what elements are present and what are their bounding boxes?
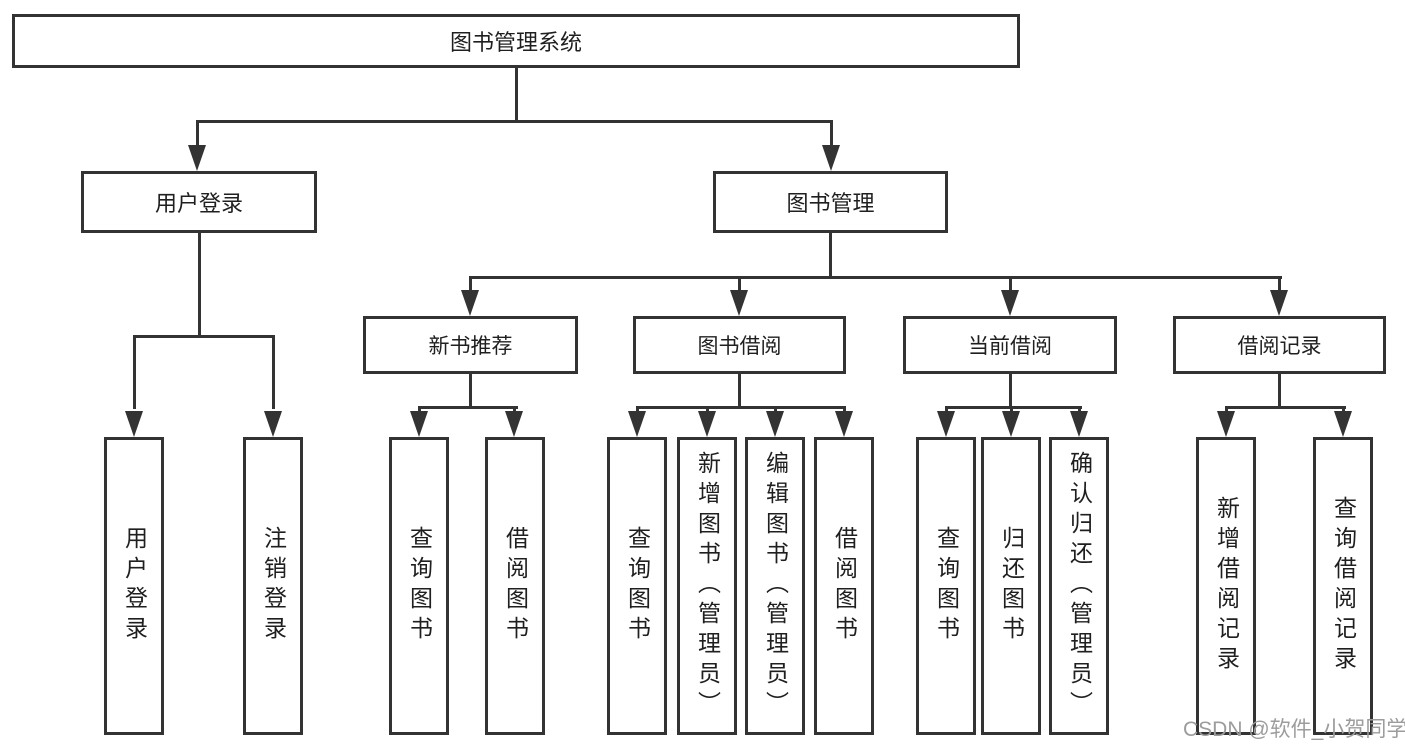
node-label: 注销登录 bbox=[260, 526, 287, 646]
leaf-borrow-books-borrowing: 借阅图书 bbox=[814, 437, 874, 735]
node-new-book-recommend: 新书推荐 bbox=[363, 316, 578, 374]
connector-line bbox=[418, 406, 421, 413]
connector-line bbox=[1342, 406, 1345, 413]
node-label: 归还图书 bbox=[998, 526, 1025, 646]
node-label: 查询图书 bbox=[933, 526, 960, 646]
arrow-down-icon bbox=[937, 411, 955, 437]
connector-line bbox=[738, 374, 741, 408]
arrow-down-icon bbox=[188, 145, 206, 171]
connector-line bbox=[198, 233, 201, 337]
arrow-down-icon bbox=[1270, 290, 1288, 316]
node-label: 当前借阅 bbox=[968, 335, 1052, 358]
node-label: 查询图书 bbox=[624, 526, 651, 646]
leaf-query-books-borrowing: 查询图书 bbox=[607, 437, 667, 735]
connector-line bbox=[829, 233, 832, 278]
arrow-down-icon bbox=[628, 411, 646, 437]
arrow-down-icon bbox=[730, 290, 748, 316]
node-label: 借阅图书 bbox=[831, 526, 858, 646]
arrow-down-icon bbox=[1001, 290, 1019, 316]
leaf-borrow-books-recommend: 借阅图书 bbox=[485, 437, 545, 735]
connector-line bbox=[469, 374, 472, 408]
arrow-down-icon bbox=[1334, 411, 1352, 437]
node-label: 新增图书（管理员） bbox=[694, 451, 721, 721]
connector-line bbox=[830, 120, 833, 147]
leaf-add-borrow-record: 新增借阅记录 bbox=[1196, 437, 1256, 735]
connector-line bbox=[945, 406, 1082, 409]
connector-line bbox=[1278, 276, 1281, 292]
arrow-down-icon bbox=[461, 290, 479, 316]
arrow-down-icon bbox=[505, 411, 523, 437]
leaf-logout: 注销登录 bbox=[243, 437, 303, 735]
node-label: 编辑图书（管理员） bbox=[762, 451, 789, 721]
node-label: 借阅图书 bbox=[502, 526, 529, 646]
leaf-confirm-return-admin: 确认归还（管理员） bbox=[1049, 437, 1109, 735]
arrow-down-icon bbox=[822, 145, 840, 171]
connector-line bbox=[1009, 276, 1012, 292]
connector-line bbox=[774, 406, 777, 413]
connector-line bbox=[1078, 406, 1081, 413]
connector-line bbox=[418, 406, 518, 409]
connector-line bbox=[636, 406, 846, 409]
connector-line bbox=[469, 276, 472, 292]
connector-line bbox=[133, 335, 136, 409]
connector-line bbox=[1278, 374, 1281, 408]
node-label: 查询借阅记录 bbox=[1330, 496, 1357, 676]
node-label: 图书借阅 bbox=[697, 335, 782, 358]
leaf-query-borrow-record: 查询借阅记录 bbox=[1313, 437, 1373, 735]
connector-line bbox=[470, 276, 1282, 279]
leaf-edit-book-admin: 编辑图书（管理员） bbox=[745, 437, 805, 735]
node-label: 新增借阅记录 bbox=[1213, 496, 1240, 676]
connector-line bbox=[272, 335, 275, 409]
leaf-return-book: 归还图书 bbox=[981, 437, 1041, 735]
node-label: 新书推荐 bbox=[428, 335, 513, 358]
leaf-query-books-current: 查询图书 bbox=[916, 437, 976, 735]
connector-line bbox=[1010, 406, 1013, 413]
connector-line bbox=[706, 406, 709, 413]
node-label: 用户登录 bbox=[121, 526, 148, 646]
connector-line bbox=[1009, 374, 1012, 408]
node-label: 查询图书 bbox=[406, 526, 433, 646]
connector-line bbox=[843, 406, 846, 413]
leaf-user-login: 用户登录 bbox=[104, 437, 164, 735]
connector-line bbox=[1225, 406, 1228, 413]
arrow-down-icon bbox=[410, 411, 428, 437]
node-current-borrowing: 当前借阅 bbox=[903, 316, 1117, 374]
node-borrowing-records: 借阅记录 bbox=[1173, 316, 1386, 374]
node-label: 确认归还（管理员） bbox=[1066, 451, 1093, 721]
arrow-down-icon bbox=[1217, 411, 1235, 437]
node-label: 借阅记录 bbox=[1237, 335, 1322, 358]
arrow-down-icon bbox=[125, 411, 143, 437]
connector-line bbox=[196, 120, 199, 147]
arrow-down-icon bbox=[264, 411, 282, 437]
connector-line bbox=[133, 335, 275, 338]
connector-line bbox=[515, 68, 518, 120]
connector-line bbox=[513, 406, 516, 413]
node-library-system: 图书管理系统 bbox=[12, 14, 1020, 68]
node-label: 图书管理 bbox=[786, 191, 875, 216]
connector-line bbox=[1225, 406, 1346, 409]
connector-line bbox=[196, 120, 833, 123]
watermark: CSDN @软件_小贺同学 bbox=[1183, 718, 1405, 741]
connector-line bbox=[945, 406, 948, 413]
node-book-borrowing: 图书借阅 bbox=[633, 316, 846, 374]
node-user-login: 用户登录 bbox=[81, 171, 317, 233]
arrow-down-icon bbox=[835, 411, 853, 437]
arrow-down-icon bbox=[698, 411, 716, 437]
arrow-down-icon bbox=[766, 411, 784, 437]
node-book-management: 图书管理 bbox=[713, 171, 948, 233]
arrow-down-icon bbox=[1070, 411, 1088, 437]
connector-line bbox=[738, 276, 741, 292]
node-label: 图书管理系统 bbox=[449, 30, 582, 55]
leaf-query-books-recommend: 查询图书 bbox=[389, 437, 449, 735]
connector-line bbox=[636, 406, 639, 413]
arrow-down-icon bbox=[1002, 411, 1020, 437]
node-label: 用户登录 bbox=[154, 191, 243, 216]
leaf-add-book-admin: 新增图书（管理员） bbox=[677, 437, 737, 735]
